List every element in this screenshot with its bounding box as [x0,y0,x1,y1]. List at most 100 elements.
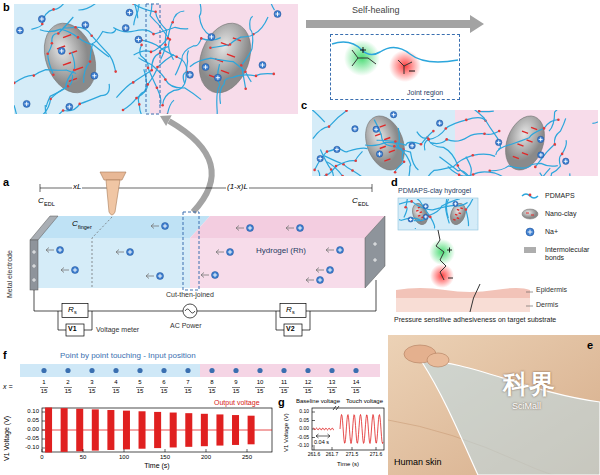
drift-arrow [326,248,334,253]
watermark: SciMall [512,401,541,411]
drift-arrow [236,226,244,231]
plus-sign [260,63,264,67]
polymer-chain [175,38,221,76]
sulfonate-group [244,71,247,74]
sodium-ion [436,120,442,126]
sodium-ion [423,214,428,219]
touch-burst [170,413,177,448]
polymer-chain [314,151,363,176]
joint-chemistry [360,47,366,53]
panel-letter: b [3,1,10,14]
sulfonate-group [394,140,397,143]
fraction-bar [112,387,120,388]
polymer-chain [415,228,468,229]
capacitance-symbol: C [38,196,44,205]
negative-charge [457,217,459,219]
sulfonate-group [445,127,448,130]
fraction-numerator: 11 [281,379,287,386]
tick-label: 271.6 [370,452,383,458]
plus-sign [318,278,322,282]
sodium-ion [373,126,379,132]
tick-label: -0.10 [298,443,309,449]
tick-label: 0.00 [299,426,309,432]
sulfonate-group [46,53,49,56]
tick-label: 50 [80,454,87,461]
hydrogel-slab-art [32,242,377,282]
sulfonate-group [209,47,212,50]
plus-sign [25,102,29,106]
dimension: xL [72,182,82,191]
sodium-ion [352,126,358,132]
ac-source-symbol [183,304,197,318]
negative-charge [384,138,390,140]
tick-label: 261.6 [308,452,321,458]
negative-charge [416,210,418,212]
zoom-arrow-head [160,115,172,126]
touch-burst [123,411,130,450]
axis-variable: x = [3,383,13,391]
sodium-ion [247,225,254,232]
fraction-denominator: 15 [185,388,192,395]
layer-label: Epidermis [536,286,567,294]
fraction-denominator: 15 [89,388,96,395]
negative-charge [63,35,71,38]
hydrogel-slab-art [30,216,58,240]
polymer-chain [14,105,20,114]
axis-tick [312,412,315,413]
subscript: finger [78,224,92,230]
polymer-network [14,4,281,114]
resistor-symbol [280,304,306,318]
part-label: Cut-then-joined [166,291,214,299]
fraction-denominator: 15 [281,388,288,395]
part-label: PDMAPS-clay hydrogel [398,187,471,195]
plus-sign [338,248,342,252]
plus-sign [136,37,140,41]
polymer-chain [404,199,426,218]
voltage-trace [42,408,383,453]
resistor-symbol: R [68,305,74,314]
fraction-bar [136,387,144,388]
process-arrow [306,15,484,33]
axis-tick [42,421,45,422]
tick-label: 0.05 [27,417,39,424]
sulfonate-group [140,44,143,47]
joint-chemistry [389,50,421,82]
polymer-chain [190,58,251,82]
sodium-ion [38,16,45,23]
clay-disc [499,111,552,176]
negative-charge [522,153,528,155]
sulfonate-group [335,165,338,168]
polymer-chain [398,128,410,176]
sodium-ion [122,24,129,31]
skin-section [396,284,533,312]
layer-label: Dermis [536,301,558,309]
circuit-wire [197,311,280,312]
touch-burst [61,408,68,452]
ac-source-symbol [183,304,197,318]
ac-source-symbol [185,309,195,313]
sulfonate-group [74,26,77,29]
sulfonate-group [427,138,430,141]
panel-letter: e [587,339,593,352]
sodium-ion [390,111,396,117]
chart-frame [333,406,336,410]
polymer-chain [220,74,274,104]
touch-burst [45,408,52,453]
tick-label: 100 [119,454,129,461]
touch-point [65,368,70,373]
sodium-ion [453,201,458,206]
axis-tick [42,449,43,452]
axis-tick [42,439,45,440]
sulfonate-group [62,109,65,112]
axis-title: Time (s) [337,461,359,468]
sulfonate-group [465,208,468,211]
dimension-line [40,184,41,192]
sulfonate-group [472,173,475,176]
sulfonate-group [255,75,258,78]
plus-sign [124,26,128,30]
sulfonate-group [483,133,486,136]
sulfonate-group [240,64,243,67]
negative-charge [221,70,229,73]
touch-point [89,368,94,373]
